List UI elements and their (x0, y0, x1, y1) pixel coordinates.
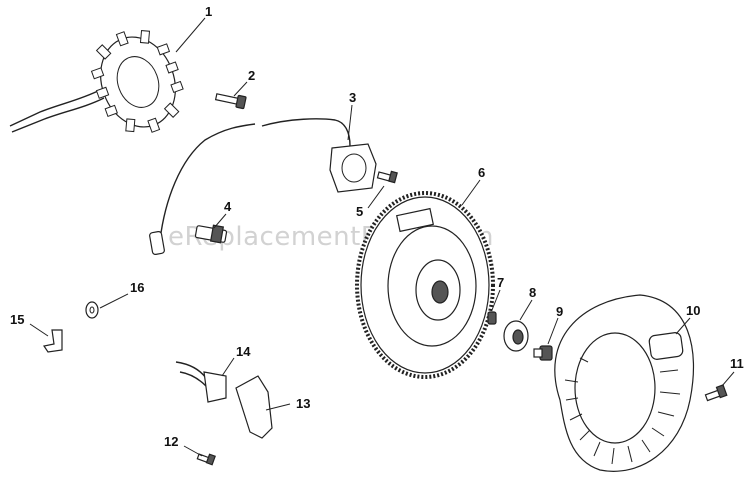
callout-8: 8 (529, 285, 536, 300)
callout-3: 3 (349, 90, 356, 105)
callout-14: 14 (236, 344, 251, 359)
callout-5: 5 (356, 204, 363, 219)
part-14-switch (175, 361, 227, 403)
part-1-stator (9, 30, 184, 133)
part-16-washer (85, 301, 99, 319)
callout-9: 9 (556, 304, 563, 319)
callout-12: 12 (164, 434, 178, 449)
part-5-screw (376, 170, 398, 184)
callout-16: 16 (130, 280, 144, 295)
part-13-bracket (235, 375, 273, 439)
leader-lines (29, 17, 735, 457)
callout-1: 1 (205, 4, 212, 19)
callout-13: 13 (296, 396, 310, 411)
part-9-nut (533, 345, 553, 361)
part-3-ignition-module (149, 118, 377, 255)
callout-15: 15 (10, 312, 24, 327)
part-4-spark-plug (194, 224, 228, 244)
callout-labels: 1 2 3 4 5 6 7 8 9 10 11 12 13 14 15 16 (10, 4, 744, 449)
part-2-bolt (214, 93, 247, 110)
callout-2: 2 (248, 68, 255, 83)
part-15-clip (43, 329, 63, 353)
part-11-screw (704, 384, 728, 402)
callout-6: 6 (478, 165, 485, 180)
part-6-flywheel (355, 191, 495, 379)
callout-7: 7 (497, 275, 504, 290)
part-8-washer (503, 320, 529, 352)
part-7-key (487, 311, 497, 325)
callout-4: 4 (224, 199, 232, 214)
part-12-screw (196, 453, 216, 466)
callout-10: 10 (686, 303, 700, 318)
part-10-fan (554, 294, 695, 472)
callout-11: 11 (730, 356, 744, 371)
